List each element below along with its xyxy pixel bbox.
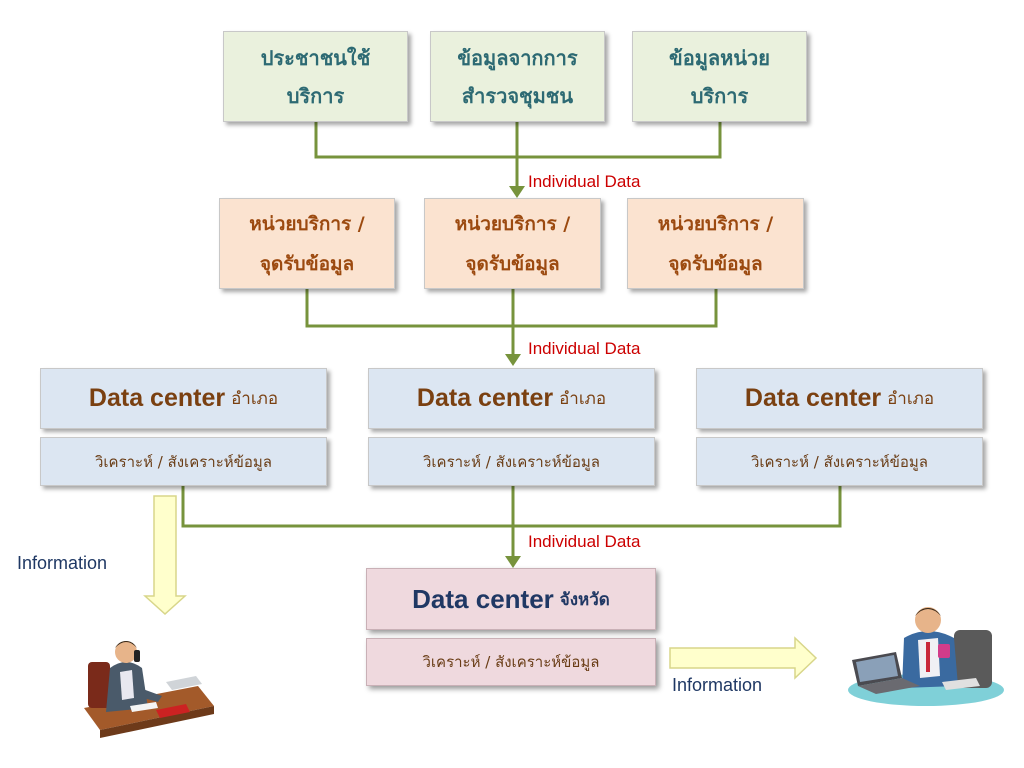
province-data-center-subtitle: วิเคราะห์ / สังเคราะห์ข้อมูล bbox=[366, 638, 656, 686]
source-line2: สำรวจชุมชน bbox=[461, 83, 574, 108]
district-data-center-subtitle: วิเคราะห์ / สังเคราะห์ข้อมูล bbox=[696, 437, 983, 486]
title-th: อำเภอ bbox=[887, 389, 935, 409]
source-line1: ข้อมูลจากการ bbox=[457, 45, 578, 70]
title-th: จังหวัด bbox=[559, 589, 610, 610]
district-data-center-title: Data center อำเภอ bbox=[368, 368, 655, 429]
man-at-laptop-with-mug-icon bbox=[848, 607, 1004, 706]
source-line1: ข้อมูลหน่วย bbox=[669, 45, 770, 70]
service-unit-line1: หน่วยบริการ / bbox=[657, 212, 774, 235]
service-unit-box: หน่วยบริการ / จุดรับข้อมูล bbox=[219, 198, 395, 289]
title-en: Data center bbox=[88, 384, 226, 412]
flow-label-individual-data: Individual Data bbox=[528, 532, 641, 551]
information-label: Information bbox=[17, 553, 108, 573]
service-unit-line2: จุดรับข้อมูล bbox=[259, 252, 355, 275]
district-data-center-title: Data center อำเภอ bbox=[696, 368, 983, 429]
service-unit-box: หน่วยบริการ / จุดรับข้อมูล bbox=[627, 198, 804, 289]
title-th: อำเภอ bbox=[559, 389, 607, 409]
source-box-units: ข้อมูลหน่วย บริการ bbox=[632, 31, 807, 122]
district-data-center-subtitle: วิเคราะห์ / สังเคราะห์ข้อมูล bbox=[40, 437, 327, 486]
service-unit-line2: จุดรับข้อมูล bbox=[465, 252, 560, 275]
source-line2: บริการ bbox=[690, 83, 749, 108]
man-on-phone-at-desk-icon bbox=[84, 641, 214, 738]
title-en: Data center bbox=[744, 384, 882, 412]
source-box-people: ประชาชนใช้ บริการ bbox=[223, 31, 408, 122]
title-th: อำเภอ bbox=[231, 389, 279, 409]
district-data-center-title: Data center อำเภอ bbox=[40, 368, 327, 429]
source-line2: บริการ bbox=[286, 83, 345, 108]
flow-label-individual-data: Individual Data bbox=[528, 172, 641, 191]
flow-label-individual-data: Individual Data bbox=[528, 339, 641, 358]
source-line1: ประชาชนใช้ bbox=[260, 45, 371, 70]
district-data-center-subtitle: วิเคราะห์ / สังเคราะห์ข้อมูล bbox=[368, 437, 655, 486]
source-box-survey: ข้อมูลจากการ สำรวจชุมชน bbox=[430, 31, 605, 122]
information-label: Information bbox=[672, 675, 763, 695]
title-en: Data center bbox=[416, 384, 554, 412]
service-unit-line2: จุดรับข้อมูล bbox=[668, 252, 763, 275]
service-unit-line1: หน่วยบริการ / bbox=[454, 212, 571, 235]
service-unit-line1: หน่วยบริการ / bbox=[249, 212, 365, 235]
service-unit-box: หน่วยบริการ / จุดรับข้อมูล bbox=[424, 198, 601, 289]
province-data-center-title: Data center จังหวัด bbox=[366, 568, 656, 630]
title-en: Data center bbox=[412, 583, 554, 614]
